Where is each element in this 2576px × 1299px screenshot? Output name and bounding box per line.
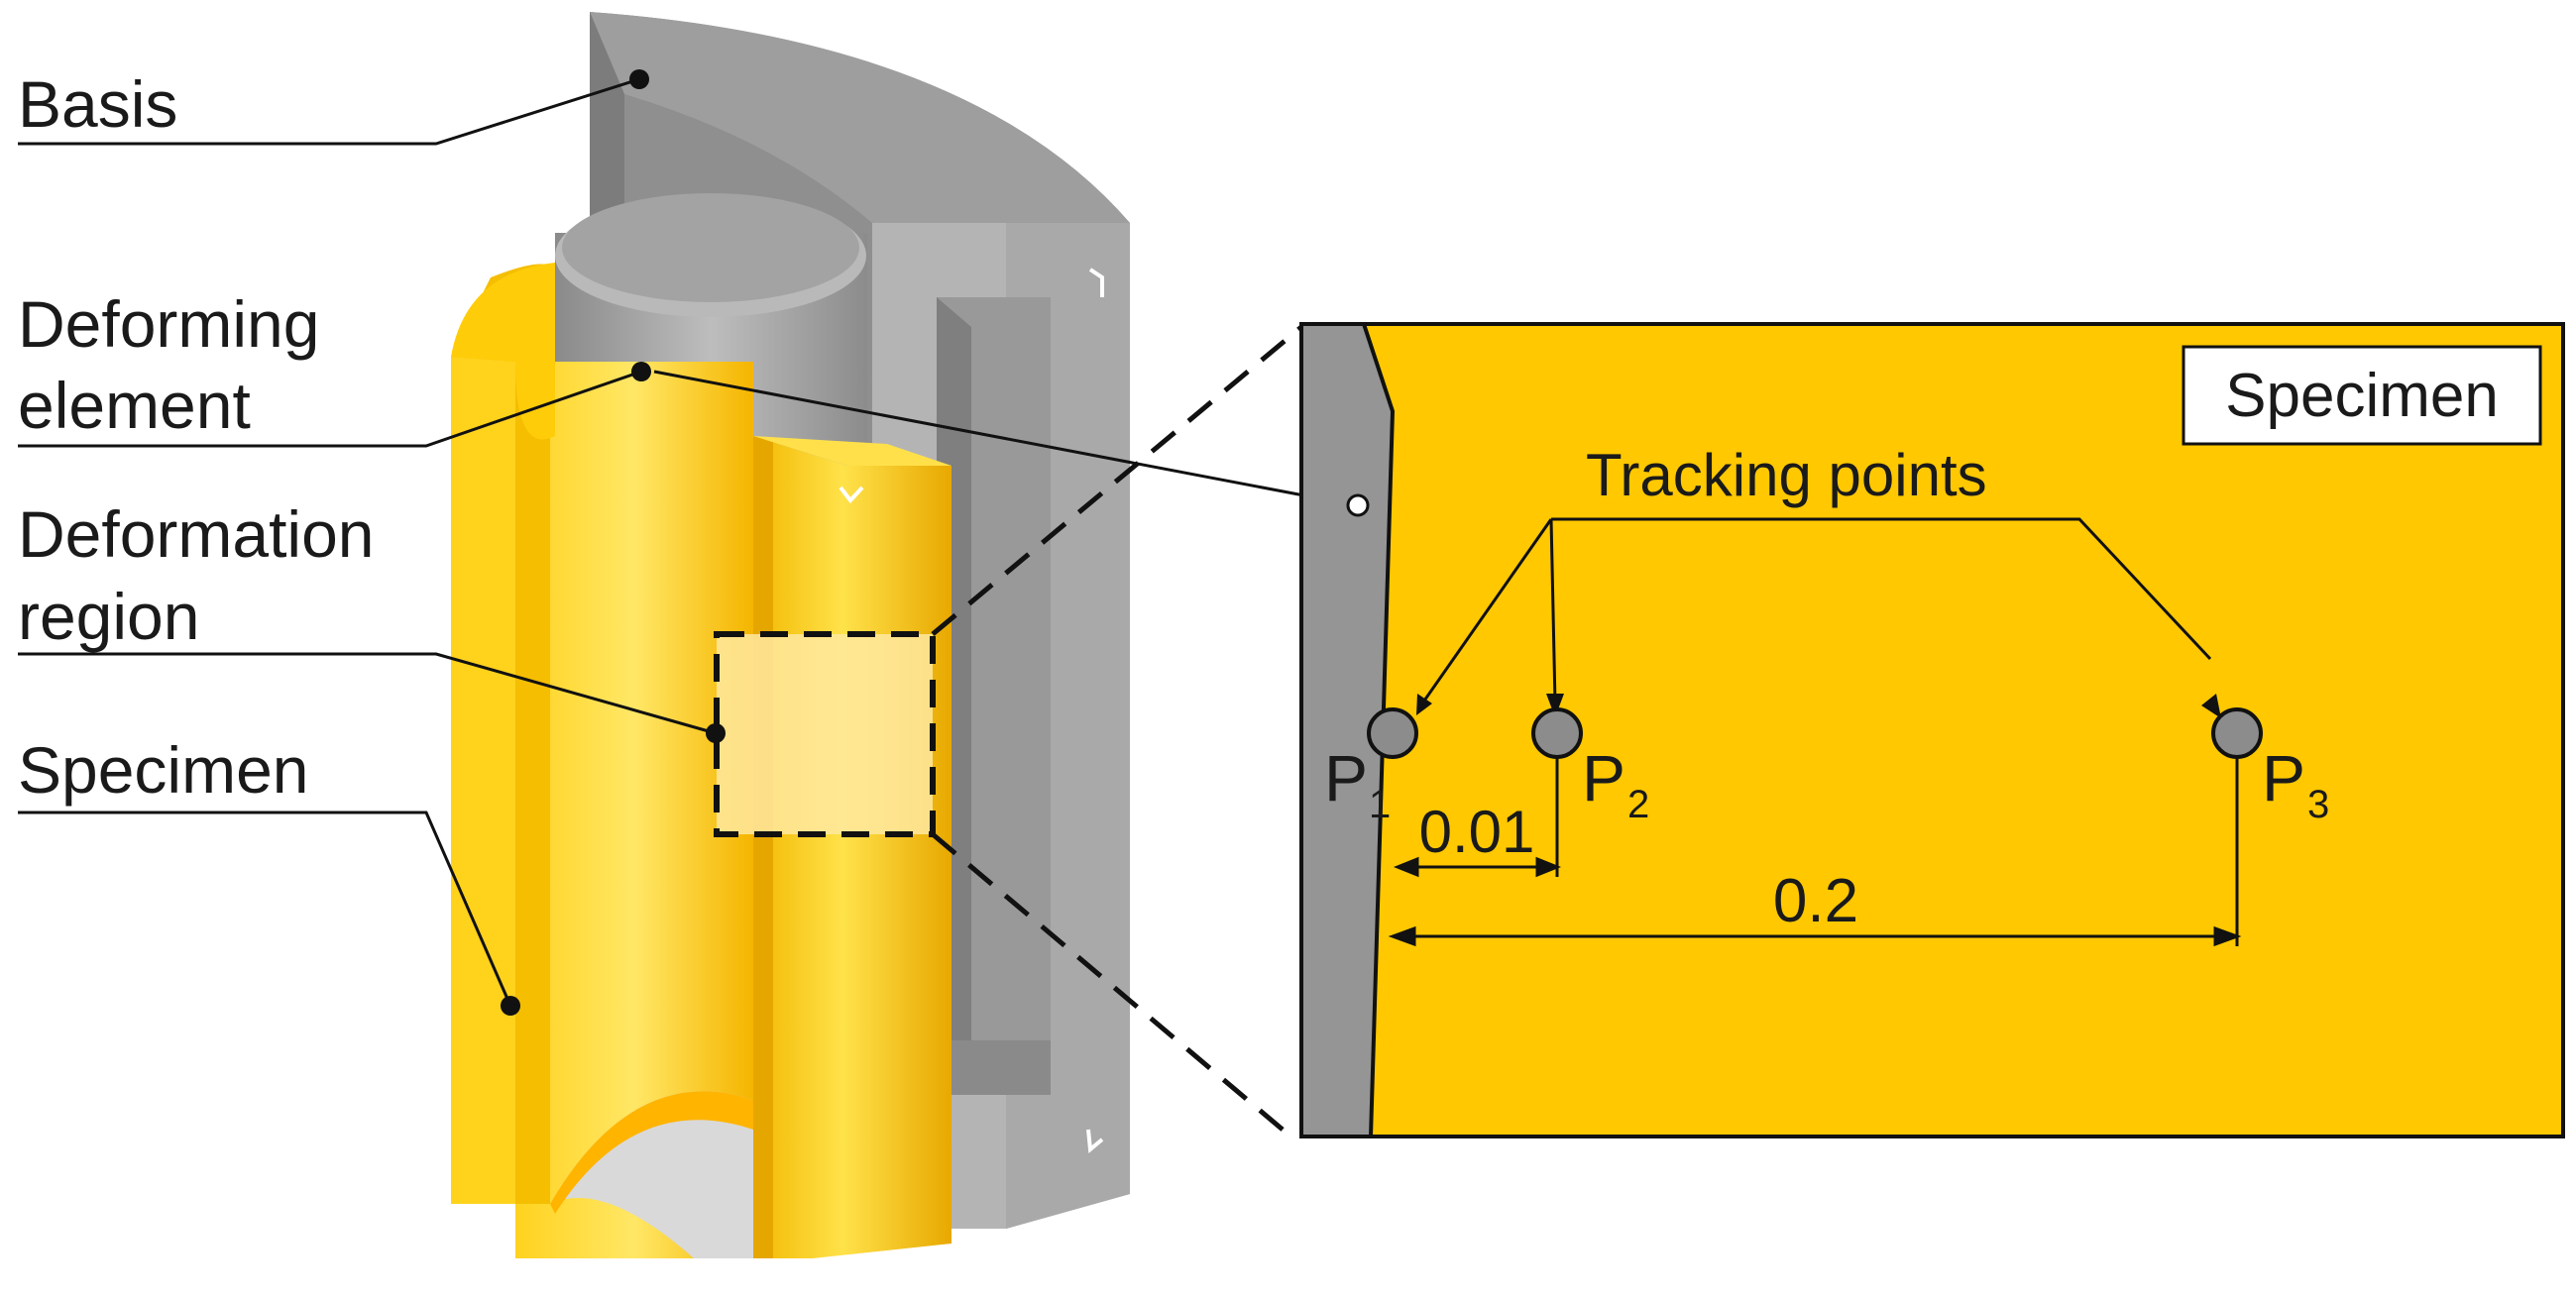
label-deformation-line2: region bbox=[18, 580, 199, 653]
dim-large-label: 0.2 bbox=[1773, 867, 1858, 935]
label-specimen: Specimen bbox=[18, 733, 520, 1016]
dim-small-label: 0.01 bbox=[1419, 799, 1535, 865]
label-deforming-element: Deforming element bbox=[18, 287, 651, 448]
p1-letter: P bbox=[1324, 741, 1368, 814]
deformation-region bbox=[714, 631, 936, 837]
p1-index: 1 bbox=[1369, 783, 1391, 826]
tracking-point-p1: P 1 bbox=[1324, 707, 1418, 826]
label-deforming-line1: Deforming bbox=[18, 287, 319, 361]
detail-panel: Specimen Tracking points P 1 P 2 P bbox=[1299, 322, 2565, 1138]
zoom-lines bbox=[931, 325, 1303, 1137]
label-deformation-line1: Deformation bbox=[18, 497, 375, 571]
tracking-points-label: Tracking points bbox=[1586, 442, 1987, 508]
p2-letter: P bbox=[1582, 741, 1625, 814]
label-deformation-region: Deformation region bbox=[18, 497, 726, 743]
dimension-large bbox=[1388, 757, 2242, 947]
specimen-box-label: Specimen bbox=[2225, 362, 2499, 430]
detail-deforming-element bbox=[1299, 322, 1396, 1138]
p3-letter: P bbox=[2262, 741, 2305, 814]
label-basis: Basis bbox=[18, 67, 649, 146]
assembly-3d bbox=[451, 12, 1130, 1258]
specimen-box bbox=[2182, 345, 2542, 446]
label-deforming-line2: element bbox=[18, 369, 251, 442]
p3-index: 3 bbox=[2307, 783, 2329, 826]
label-basis-text: Basis bbox=[18, 67, 177, 141]
detail-element-marker bbox=[1346, 493, 1370, 517]
tracking-point-p3: P 3 bbox=[2211, 707, 2329, 826]
dimension-small bbox=[1393, 757, 1562, 878]
arrowheads bbox=[1416, 694, 2221, 718]
label-specimen-text: Specimen bbox=[18, 733, 309, 807]
tracking-arrows bbox=[1420, 517, 2212, 704]
left-labels: Basis Deforming element Deformation regi… bbox=[18, 67, 1357, 1016]
p2-index: 2 bbox=[1627, 783, 1649, 826]
